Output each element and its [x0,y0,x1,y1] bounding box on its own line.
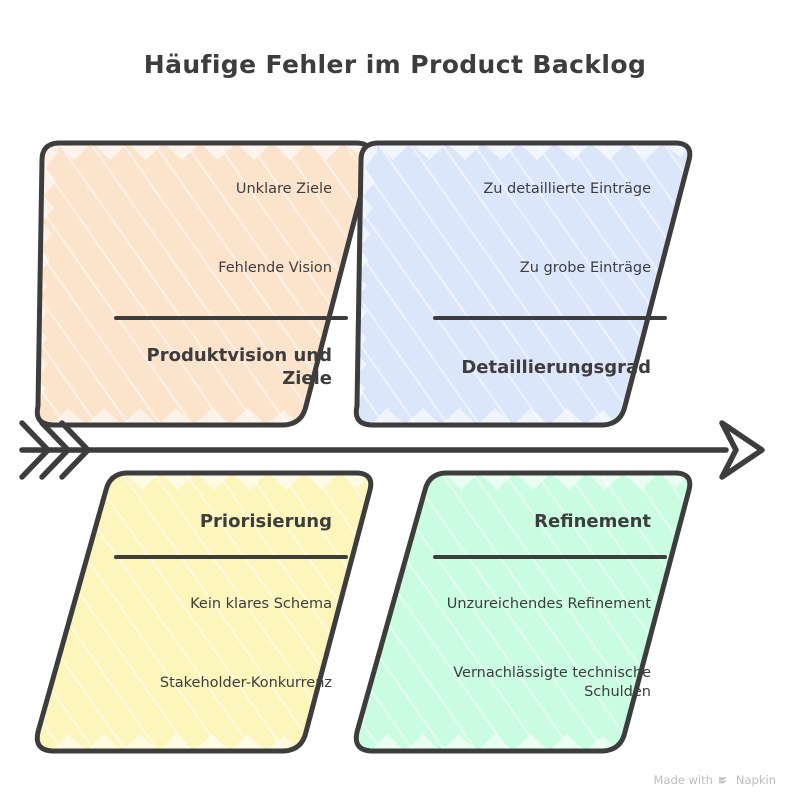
card-shape-blue [353,140,693,428]
arrow-head-icon [719,420,765,480]
card-item: Unklare Ziele [235,181,332,197]
card-divider [114,555,348,560]
card-item: Unzureichendes Refinement [446,596,651,613]
card-divider [433,555,667,560]
card-divider [114,315,348,320]
card-content-detaillierungsgrad: Zu detaillierte Einträge Zu grobe Einträ… [341,138,697,430]
card-produktvision[interactable]: Unklare Ziele Fehlende Vision Produktvis… [22,138,378,430]
card-item: Stakeholder-Konkurrenz [159,674,332,691]
card-refinement[interactable]: Refinement Unzureichendes Refinement Ver… [341,468,697,756]
card-item: Zu detaillierte Einträge [483,181,651,197]
napkin-logo-icon [718,774,731,787]
card-heading: Detaillierungsgrad [461,356,651,378]
card-content-priorisierung: Priorisierung Kein klares Schema Stakeho… [22,468,378,756]
card-item: Vernachlässigte technische Schulden [453,664,651,700]
page-title: Häufige Fehler im Product Backlog [143,50,647,79]
card-heading: Priorisierung [199,511,332,532]
watermark-brand: Napkin [735,773,776,787]
card-content-produktvision: Unklare Ziele Fehlende Vision Produktvis… [22,138,378,430]
card-divider [433,315,667,320]
card-priorisierung[interactable]: Priorisierung Kein klares Schema Stakeho… [22,468,378,756]
card-item: Fehlende Vision [218,259,332,276]
card-shape-mint [353,470,693,754]
card-item: Kein klares Schema [190,596,332,613]
card-detaillierungsgrad[interactable]: Zu detaillierte Einträge Zu grobe Einträ… [341,138,697,430]
card-shape-yellow [34,470,374,754]
watermark: Made with Napkin [654,773,777,787]
card-heading: Refinement [534,511,651,532]
card-shape-peach [34,140,374,428]
card-item: Zu grobe Einträge [519,259,651,276]
watermark-text: Made with [653,773,713,787]
card-content-refinement: Refinement Unzureichendes Refinement Ver… [341,468,697,756]
card-heading: Produktvision und Ziele [146,344,332,389]
